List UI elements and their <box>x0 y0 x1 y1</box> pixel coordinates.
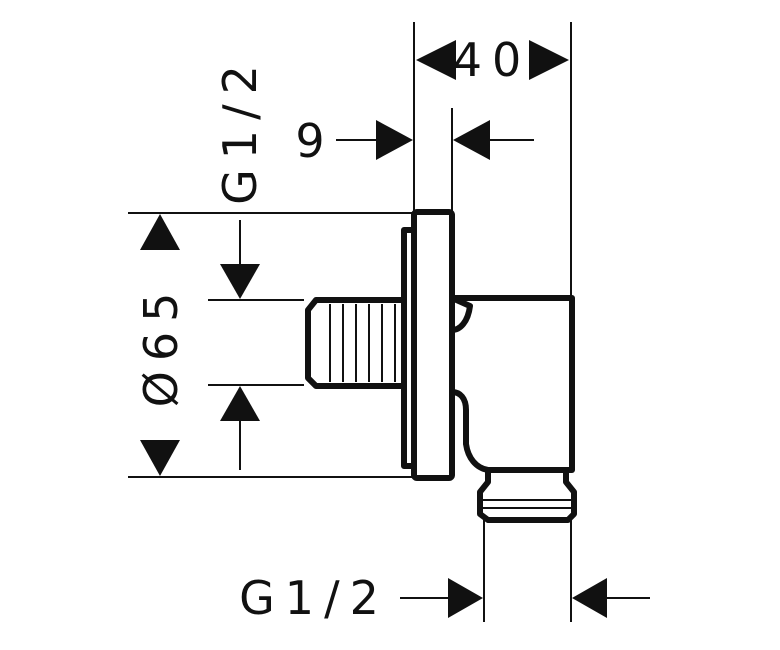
flange <box>411 209 455 481</box>
extension-lines <box>128 22 572 622</box>
outlet-thread-stub <box>477 470 577 523</box>
label-diameter: Ø65 <box>134 283 188 408</box>
arrow-right <box>448 578 483 618</box>
arrow-left <box>416 40 456 80</box>
label-width-total: 40 <box>453 33 532 87</box>
label-thread-outlet: G1/2 <box>239 571 389 625</box>
rear-thread-lines <box>329 304 396 382</box>
dimension-width-total: 40 <box>416 33 569 87</box>
outlet-thread-lines <box>482 499 572 509</box>
arrow-down <box>140 440 180 476</box>
dimension-thread-rear: G1/2 <box>213 55 267 470</box>
elbow-body <box>449 295 575 473</box>
fitting-part <box>305 209 577 523</box>
dimension-diameter: Ø65 <box>134 214 188 476</box>
arrow-up <box>220 386 260 421</box>
dimension-flange-thickness: 9 <box>295 114 534 168</box>
arrow-left <box>376 120 413 160</box>
label-flange-thickness: 9 <box>295 114 334 168</box>
arrow-right <box>453 120 490 160</box>
dimension-thread-outlet: G1/2 <box>239 571 650 625</box>
label-thread-rear: G1/2 <box>213 55 267 205</box>
arrow-right <box>529 40 569 80</box>
arrow-down <box>220 264 260 299</box>
arrow-up <box>140 214 180 250</box>
arrow-left <box>572 578 607 618</box>
